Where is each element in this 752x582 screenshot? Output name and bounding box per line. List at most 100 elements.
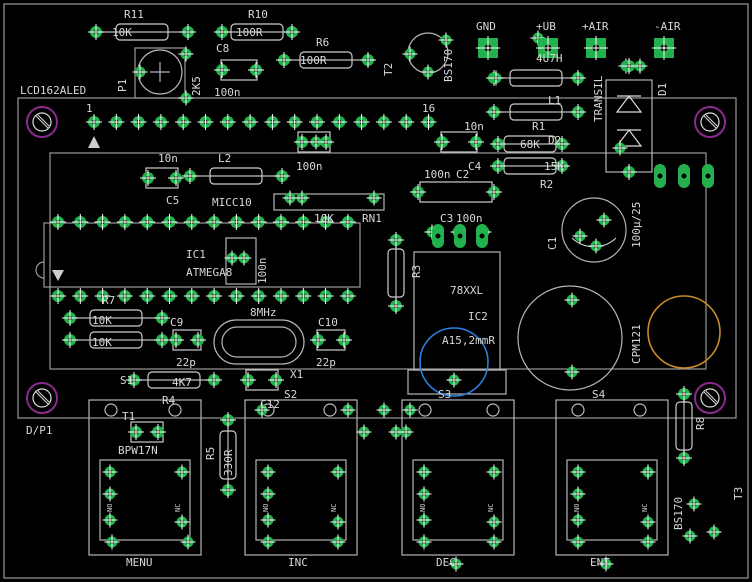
x1-designator: X1 bbox=[290, 368, 303, 381]
resistor-body bbox=[230, 23, 284, 41]
rn1-designator: RN1 bbox=[362, 212, 382, 225]
r6-designator: R6 bbox=[316, 36, 329, 49]
pad bbox=[240, 372, 256, 388]
pad bbox=[339, 288, 356, 304]
r11-value: 10K bbox=[112, 26, 132, 39]
pad bbox=[572, 228, 588, 244]
pad bbox=[268, 372, 284, 388]
r7-designator: R7 bbox=[102, 294, 115, 307]
mounting-hole bbox=[694, 106, 726, 138]
pad bbox=[260, 464, 276, 480]
resistor-body bbox=[509, 69, 563, 87]
pad-layer bbox=[50, 24, 722, 572]
pad bbox=[219, 114, 236, 130]
l1-value: 4U7H bbox=[536, 52, 563, 65]
pad bbox=[260, 534, 276, 550]
ic1-value: ATMEGA8 bbox=[186, 266, 232, 279]
pad bbox=[388, 232, 404, 248]
pad bbox=[182, 168, 198, 184]
pad bbox=[366, 190, 382, 206]
pad bbox=[598, 556, 614, 572]
pad bbox=[284, 24, 300, 40]
pad bbox=[116, 214, 133, 230]
pad bbox=[116, 288, 133, 304]
oval-pad bbox=[702, 164, 714, 188]
pad bbox=[220, 482, 236, 498]
pad bbox=[446, 372, 462, 388]
dp1-label: D/P1 bbox=[26, 424, 53, 437]
pad bbox=[174, 464, 190, 480]
oval-pad bbox=[432, 224, 444, 248]
pad bbox=[174, 514, 190, 530]
pad bbox=[161, 288, 178, 304]
pad bbox=[94, 214, 111, 230]
s2-nc-label: NC bbox=[330, 504, 338, 512]
pad bbox=[706, 524, 722, 540]
pad bbox=[250, 288, 267, 304]
pad bbox=[250, 214, 267, 230]
pad bbox=[180, 534, 196, 550]
pad bbox=[128, 424, 144, 440]
pad bbox=[588, 238, 604, 254]
pad bbox=[104, 534, 120, 550]
pad bbox=[273, 214, 289, 230]
pad bbox=[388, 424, 404, 440]
bs170-b-label: BS170 bbox=[672, 497, 685, 530]
pad bbox=[468, 134, 484, 150]
s4-no-label: NO bbox=[573, 504, 581, 512]
x1-value: 8MHz bbox=[250, 306, 277, 319]
pad bbox=[94, 288, 111, 304]
pad bbox=[86, 114, 102, 130]
button-label-menu: MENU bbox=[126, 556, 153, 569]
pad bbox=[486, 184, 502, 200]
hole-label: A15,2mmR bbox=[442, 334, 495, 347]
d2-designator: D2 bbox=[548, 134, 561, 147]
pad bbox=[340, 402, 356, 418]
header-pad-1 bbox=[536, 36, 560, 60]
diode-symbol bbox=[615, 129, 643, 147]
r2-designator: R2 bbox=[540, 178, 553, 191]
rn1-value: 10K bbox=[314, 212, 334, 225]
transil-label: TRANSIL bbox=[592, 75, 605, 122]
pad bbox=[168, 332, 184, 348]
c1-value: 100µ/25 bbox=[630, 202, 643, 248]
switch-mount-hole bbox=[323, 403, 337, 417]
pad bbox=[398, 424, 414, 440]
pad bbox=[686, 496, 702, 512]
c3-designator: C3 bbox=[440, 212, 453, 225]
c3-value: 100n bbox=[456, 212, 483, 225]
pad bbox=[317, 214, 334, 230]
pad bbox=[640, 534, 656, 550]
pad bbox=[242, 114, 259, 130]
r10-value: 100R bbox=[236, 26, 263, 39]
c8-value: 100n bbox=[214, 86, 241, 99]
pad bbox=[294, 134, 310, 150]
pad bbox=[308, 134, 324, 150]
pad bbox=[564, 364, 580, 380]
resistor-body bbox=[89, 309, 143, 327]
pad bbox=[206, 372, 222, 388]
r4-value: 4K7 bbox=[172, 376, 192, 389]
r8-value: 10K bbox=[92, 336, 112, 349]
s3-nc-label: NC bbox=[487, 504, 495, 512]
switch-mount-hole bbox=[418, 403, 432, 417]
header-label-air-minus: -AIR bbox=[654, 20, 681, 33]
r7-value: 10K bbox=[92, 314, 112, 327]
pad bbox=[438, 32, 454, 48]
s1-no-label: NO bbox=[106, 504, 114, 512]
pad bbox=[317, 288, 334, 304]
pad bbox=[416, 486, 432, 502]
t2-designator: T2 bbox=[382, 63, 395, 76]
r1-designator: R1 bbox=[532, 120, 545, 133]
r5-value: 330R bbox=[222, 449, 235, 476]
pad bbox=[220, 412, 236, 428]
pad bbox=[206, 214, 223, 230]
s4-designator: S4 bbox=[592, 388, 606, 401]
r3-designator: R3 bbox=[410, 265, 423, 278]
pad bbox=[554, 136, 570, 152]
resistor-body bbox=[387, 248, 405, 298]
pad bbox=[360, 52, 376, 68]
cpm121-outline bbox=[647, 295, 721, 369]
pad bbox=[434, 134, 450, 150]
oval-pad bbox=[678, 164, 690, 188]
